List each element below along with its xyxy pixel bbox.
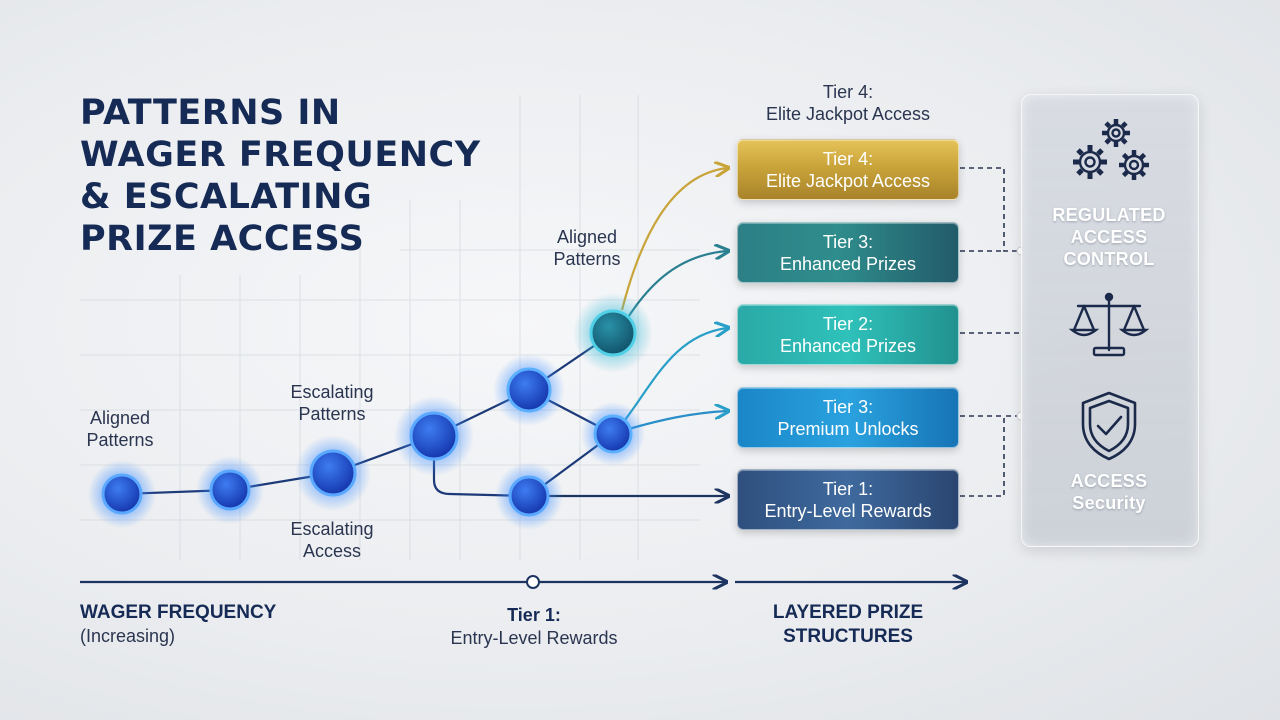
tier-box-tier3-premium[interactable]: Tier 3: Premium Unlocks <box>737 387 959 448</box>
node-3 <box>295 435 371 511</box>
label-escalating-patterns: Escalating Patterns <box>290 382 374 424</box>
dashed-connectors <box>960 167 1021 497</box>
shield-check-icon <box>1081 391 1137 461</box>
tier-box-tier2-enhanced[interactable]: Tier 2: Enhanced Prizes <box>737 304 959 365</box>
tier-box-tier4-elite[interactable]: Tier 4: Elite Jackpot Access <box>737 139 959 200</box>
arrow-to-tier4 <box>620 168 727 311</box>
node-4 <box>394 396 474 476</box>
node-2 <box>196 456 264 524</box>
page-title: PATTERNS IN WAGER FREQUENCY & ESCALATING… <box>80 92 540 260</box>
label-escalating-access: Escalating Access <box>290 519 374 561</box>
node-1 <box>88 460 156 528</box>
layered-prize-structures-label: LAYERED PRIZE STRUCTURES <box>772 602 924 647</box>
axis-marker <box>526 575 540 589</box>
wager-frequency-label: WAGER FREQUENCY (Increasing) <box>80 602 277 646</box>
title-line-4: PRIZE ACCESS <box>80 219 365 259</box>
tier-box-tier3-enhanced[interactable]: Tier 3: Enhanced Prizes <box>737 222 959 283</box>
node-7 <box>581 402 645 466</box>
tier-box-tier1-entry[interactable]: Tier 1: Entry-Level Rewards <box>737 469 959 530</box>
title-line-2: WAGER FREQUENCY <box>80 135 481 175</box>
access-security-text: ACCESS Security <box>1070 471 1148 513</box>
label-aligned-patterns-left: Aligned Patterns <box>86 408 154 450</box>
regulated-access-control-text: REGULATED ACCESS CONTROL <box>1052 205 1166 269</box>
gears-icon <box>1073 119 1149 180</box>
node-6 <box>495 462 563 530</box>
arrow-to-tier2 <box>624 328 727 421</box>
title-line-1: PATTERNS IN <box>80 93 341 133</box>
tier1-entry-label: Tier 1: Entry-Level Rewards <box>450 605 618 648</box>
title-line-3: & ESCALATING <box>80 177 373 217</box>
label-aligned-patterns-top: Aligned Patterns <box>553 227 621 269</box>
scales-icon <box>1068 292 1150 357</box>
node-5 <box>493 354 565 426</box>
node-8-top <box>573 293 653 373</box>
top-tier-label: Tier 4: Elite Jackpot Access <box>765 82 931 124</box>
